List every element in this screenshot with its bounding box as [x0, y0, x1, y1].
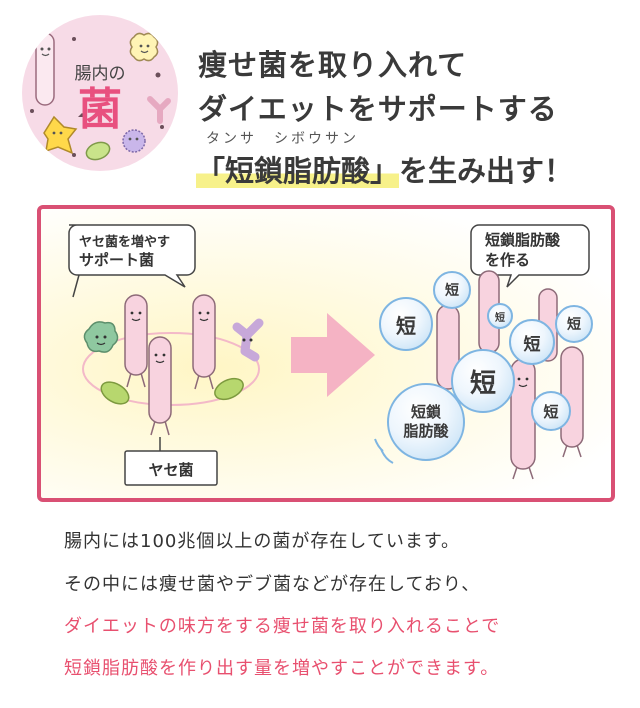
- scfa-bubble-5: 短: [555, 305, 593, 343]
- scfa-bubble-3: 短: [487, 303, 513, 329]
- badge-bacteria-illustration: [30, 32, 171, 161]
- headline-line-2: ダイエットをサポートする: [198, 92, 558, 126]
- green-bacterium-icon: [83, 321, 119, 353]
- yasekin-rod-3: [148, 336, 172, 436]
- scfa-rod-5: [510, 358, 536, 480]
- scfa-bubble-1: 短: [379, 297, 433, 351]
- badge-kanji: 菌: [78, 84, 122, 135]
- scfa-bubble-7: 短: [531, 391, 571, 431]
- purple-bacterium-icon: [232, 318, 264, 362]
- scfa-large-line-1: 短鎖: [410, 403, 441, 421]
- scfa-bubble-6: 短: [451, 349, 515, 413]
- scfa-bubble-large: 短鎖 脂肪酸: [387, 383, 465, 461]
- fuzzy-bacterium-icon: [122, 129, 146, 153]
- body-line-2: その中には痩せ菌やデブ菌などが存在しており、: [64, 574, 481, 595]
- headline-ruby: タンサ シボウサン: [206, 131, 359, 147]
- rod-bacterium-icon: [35, 32, 55, 106]
- y-bacterium-icon: [147, 96, 171, 124]
- left-bubble-line-2: サポート菌: [79, 251, 155, 269]
- scfa-large-line-2: 脂肪酸: [403, 422, 449, 440]
- scfa-bubble-2: 短: [433, 271, 471, 309]
- body-line-4: 短鎖脂肪酸を作り出す量を増やすことができます。: [64, 658, 500, 679]
- yasekin-label-box: [124, 450, 218, 486]
- green-bean-right-icon: [214, 377, 244, 401]
- yasekin-rod-2: [192, 294, 216, 390]
- star-bacterium-icon: [43, 115, 78, 155]
- diagram-panel: ヤセ菌を増やす サポート菌 ヤセ菌 短鎖脂肪酸 を作る 短 短 短 短 短 短 …: [37, 205, 615, 502]
- motion-marks-icon: [374, 438, 394, 464]
- left-bubble-line-1: ヤセ菌を増やす: [79, 235, 171, 250]
- body-line-3: ダイエットの味方をする痩せ菌を取り入れることで: [64, 616, 501, 637]
- body-line-1: 腸内には100兆個以上の菌が存在しています。: [64, 531, 461, 552]
- headline-highlight: 「短鎖脂肪酸」: [196, 154, 400, 188]
- yasekin-label: ヤセ菌: [148, 461, 194, 479]
- left-speech-bubble: [68, 224, 196, 288]
- badge-label: 腸内の: [74, 64, 126, 84]
- scfa-bubble-4: 短: [509, 319, 555, 365]
- right-arrow-icon: [291, 313, 375, 397]
- headline-line-3: 「短鎖脂肪酸」を生み出す！: [196, 148, 573, 190]
- green-bean-left-icon: [100, 381, 130, 405]
- right-bubble-line-2: を作る: [485, 251, 531, 269]
- headline-line-1: 痩せ菌を取り入れて: [198, 48, 468, 82]
- right-speech-bubble: [470, 224, 590, 288]
- yasekin-rod-1: [124, 294, 148, 388]
- bean-bacterium-icon: [85, 141, 111, 161]
- headline-line-3-rest: を生み出す！: [399, 154, 574, 188]
- gut-bacteria-badge: 腸内の 菌: [22, 15, 178, 171]
- right-bubble-line-1: 短鎖脂肪酸: [485, 231, 561, 249]
- square-bacterium-icon: [129, 32, 159, 62]
